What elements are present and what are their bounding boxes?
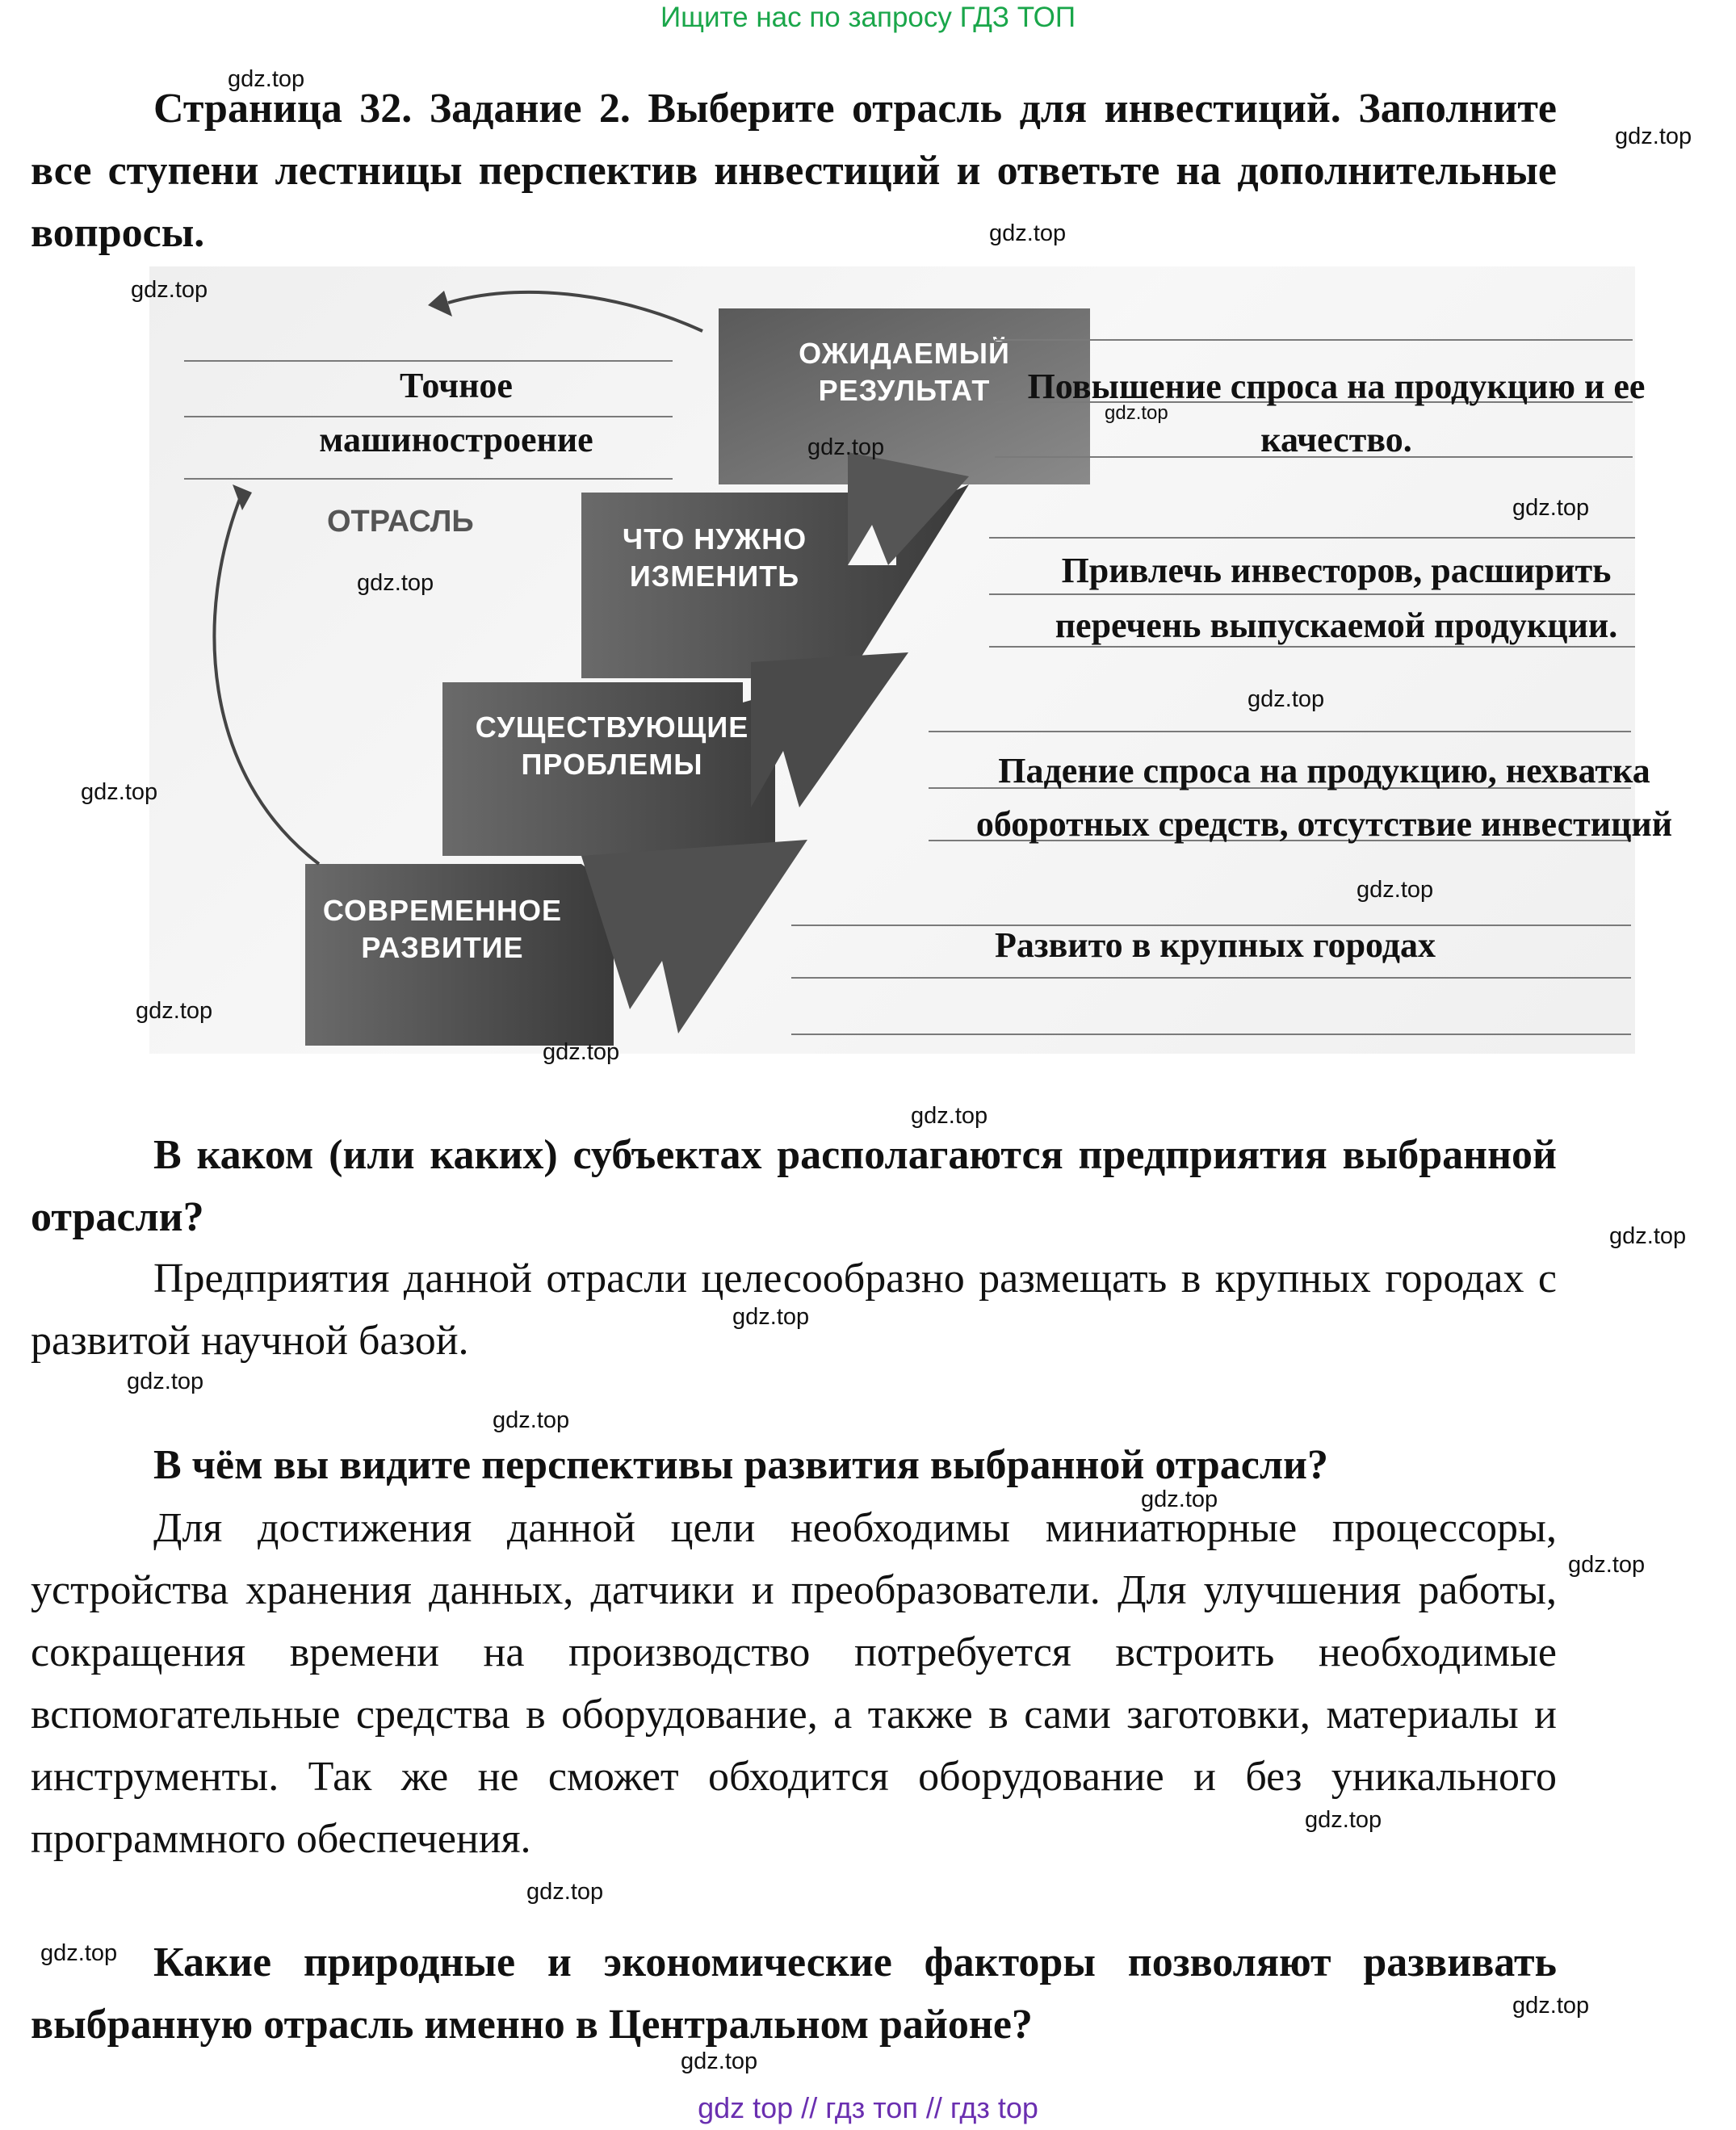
step-change-arrow (848, 452, 969, 565)
watermark: gdz.top (989, 220, 1067, 246)
question-2: В чём вы видите перспективы развития выб… (153, 1442, 1328, 1488)
watermark: gdz.top (911, 1103, 988, 1129)
watermark: gdz.top (228, 66, 305, 92)
answer-problems-line1: Падение спроса на продукцию, нехватка (998, 751, 1650, 790)
watermark: gdz.top (1357, 877, 1434, 903)
step-label-change: ЧТО НУЖНО ИЗМЕНИТЬ (622, 522, 807, 593)
question-1: В каком (или каких) субъектах располагаю… (31, 1132, 1557, 1240)
watermark: gdz.top (1609, 1223, 1687, 1249)
watermark: gdz.top (131, 277, 208, 303)
step-label-development: СОВРЕМЕННОЕ РАЗВИТИЕ (322, 894, 563, 964)
watermark: gdz.top (136, 998, 213, 1024)
watermark: gdz.top (40, 1940, 118, 1966)
watermark: gdz.top (732, 1304, 810, 1330)
watermark: gdz.top (1568, 1552, 1646, 1578)
answer-line (184, 478, 673, 480)
bottom-banner[interactable]: gdz top // гдз топ // гдз top (698, 2091, 1038, 2124)
answer-line (995, 339, 1633, 341)
answer-line (184, 416, 673, 417)
answer-industry-line2: машиностроение (319, 420, 593, 459)
answer-1: Предприятия данной отрасли целесообразно… (31, 1256, 1557, 1364)
watermark: gdz.top (127, 1369, 204, 1394)
answer-line (791, 1034, 1631, 1035)
top-banner[interactable]: Ищите нас по запросу ГДЗ ТОП (660, 2, 1076, 33)
answer-line (989, 537, 1635, 539)
step-development-block (305, 864, 614, 1046)
answer-change-line2: перечень выпускаемой продукции. (1055, 606, 1618, 645)
answer-line (791, 977, 1631, 979)
answer-line (989, 646, 1635, 648)
watermark: gdz.top (1247, 686, 1325, 712)
watermark: gdz.top (1615, 124, 1692, 149)
answer-line (929, 840, 1631, 841)
step-label-result: ОЖИДАЕМЫЙ РЕЗУЛЬТАТ (799, 337, 1010, 407)
otrasl-label: ОТРАСЛЬ (327, 505, 474, 539)
answer-line (995, 401, 1633, 403)
cycle-arrow (212, 492, 321, 866)
step-problems-block (442, 682, 799, 856)
answer-development-line1: Развито в крупных городах (994, 925, 1436, 965)
question-3: Какие природные и экономические факторы … (31, 1939, 1557, 2048)
step-development-arrow (581, 840, 807, 1034)
answer-line (929, 731, 1631, 732)
answer-line (184, 360, 673, 362)
staircase-arrows (212, 290, 1090, 1046)
watermark: gdz.top (1141, 1486, 1218, 1512)
step-problems-arrow (751, 652, 908, 807)
watermark: gdz.top (1305, 1807, 1382, 1833)
answer-result-line2: качество. (1260, 420, 1412, 459)
watermark: gdz.top (526, 1879, 604, 1905)
watermark: gdz.top (81, 779, 158, 805)
answer-line (995, 456, 1633, 458)
watermark: gdz.top (357, 570, 434, 596)
answer-result-line1: Повышение спроса на продукцию и ее (1027, 367, 1646, 406)
watermark: gdz.top (543, 1039, 620, 1065)
watermark: gdz.top (493, 1407, 570, 1433)
answer-line (989, 593, 1635, 595)
watermark: gdz.top (1512, 495, 1590, 521)
step-label-problems: СУЩЕСТВУЮЩИЕ ПРОБЛЕМЫ (475, 711, 749, 781)
step-change-block (581, 484, 969, 678)
watermark: gdz.top (681, 2048, 758, 2074)
watermark: gdz.top (1512, 1993, 1590, 2019)
watermark: gdz.top (1105, 402, 1168, 424)
answer-change-line1: Привлечь инвесторов, расширить (1061, 551, 1612, 590)
answer-line (929, 787, 1631, 789)
answer-line (791, 925, 1631, 926)
step-result-block (719, 308, 1090, 484)
watermark: gdz.top (807, 434, 885, 460)
answer-problems-line2: оборотных средств, отсутствие инвестиций (975, 804, 1673, 844)
task-heading: Страница 32. Задание 2. Выберите отрасль… (31, 86, 1557, 256)
answer-industry-line1: Точное (400, 366, 513, 405)
answer-2: Для достижения данной цели необходимы ми… (31, 1505, 1557, 1862)
